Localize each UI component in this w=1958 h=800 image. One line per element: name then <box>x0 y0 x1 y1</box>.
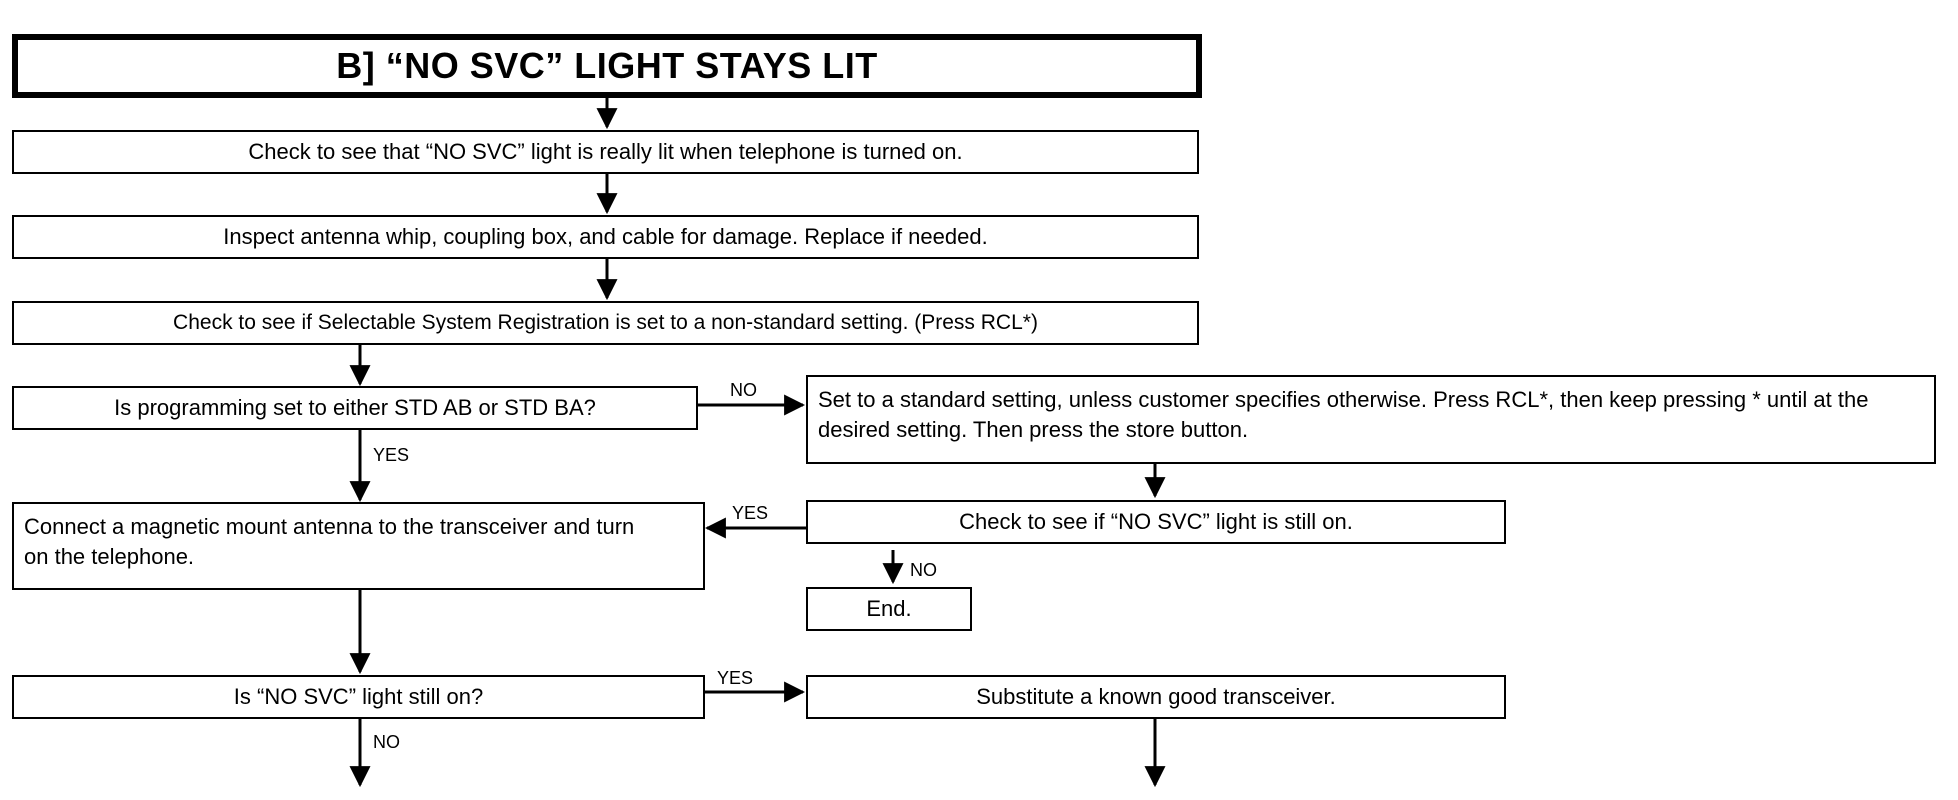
label-yes-still-on: YES <box>732 503 769 523</box>
label-no-programming: NO <box>730 380 757 400</box>
step-check-light-lit: Check to see that “NO SVC” light is real… <box>12 130 1199 174</box>
step-check-still-on: Check to see if “NO SVC” light is still … <box>806 500 1506 544</box>
label-no-still-on: NO <box>910 560 937 580</box>
label-yes-light-on: YES <box>717 668 754 688</box>
step-substitute-transceiver: Substitute a known good transceiver. <box>806 675 1506 719</box>
decision-light-still-on: Is “NO SVC” light still on? <box>12 675 705 719</box>
label-yes-programming: YES <box>373 445 410 465</box>
step-check-registration: Check to see if Selectable System Regist… <box>12 301 1199 345</box>
step-set-standard-setting: Set to a standard setting, unless custom… <box>806 375 1936 464</box>
step-connect-magnetic-antenna: Connect a magnetic mount antenna to the … <box>12 502 705 590</box>
page-title: B] “NO SVC” LIGHT STAYS LIT <box>12 34 1202 98</box>
label-no-light-on: NO <box>373 732 400 752</box>
step-inspect-antenna: Inspect antenna whip, coupling box, and … <box>12 215 1199 259</box>
end-box: End. <box>806 587 972 631</box>
decision-programming-standard: Is programming set to either STD AB or S… <box>12 386 698 430</box>
